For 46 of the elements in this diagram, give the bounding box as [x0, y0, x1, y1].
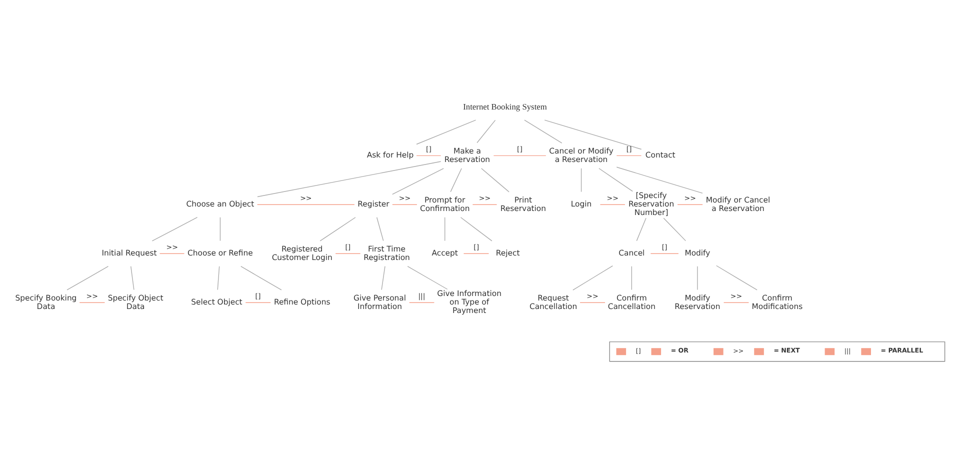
connector: [580, 168, 582, 192]
connector: [580, 302, 606, 303]
connector: [616, 155, 642, 156]
connector: [444, 217, 446, 242]
connector: [416, 120, 476, 145]
connector: [66, 266, 109, 290]
connector: [392, 168, 444, 195]
connector: [450, 168, 462, 192]
connector: [381, 266, 386, 290]
connector: [79, 302, 106, 303]
connector: [220, 217, 221, 242]
connector: [392, 204, 418, 205]
connector: [460, 217, 492, 242]
connector: [663, 218, 686, 242]
connector: [716, 265, 758, 290]
connector: [650, 253, 679, 254]
connector: [463, 253, 490, 254]
connector: [256, 204, 355, 205]
connector: [616, 166, 703, 194]
connector: [697, 266, 698, 290]
connector: [677, 204, 703, 205]
connector: [636, 218, 646, 242]
connector: [600, 204, 626, 205]
connector: [335, 253, 361, 254]
connector: [159, 253, 185, 254]
connector: [152, 217, 198, 242]
connector: [240, 266, 282, 290]
connector: [408, 302, 435, 303]
connector: [257, 161, 442, 198]
connector: [524, 120, 562, 144]
connector: [416, 155, 442, 156]
connector: [245, 302, 271, 303]
connector: [376, 217, 384, 242]
connector: [481, 168, 510, 192]
connector: [493, 155, 546, 156]
connector: [544, 120, 642, 150]
connector: [631, 266, 632, 290]
connector: [598, 168, 633, 192]
connector: [130, 266, 134, 290]
connector: [320, 217, 356, 242]
connector: [572, 266, 614, 290]
connector: [723, 302, 750, 303]
connector: [217, 266, 220, 290]
connector: [476, 120, 496, 144]
connector: [472, 204, 498, 205]
connector: [407, 266, 448, 290]
